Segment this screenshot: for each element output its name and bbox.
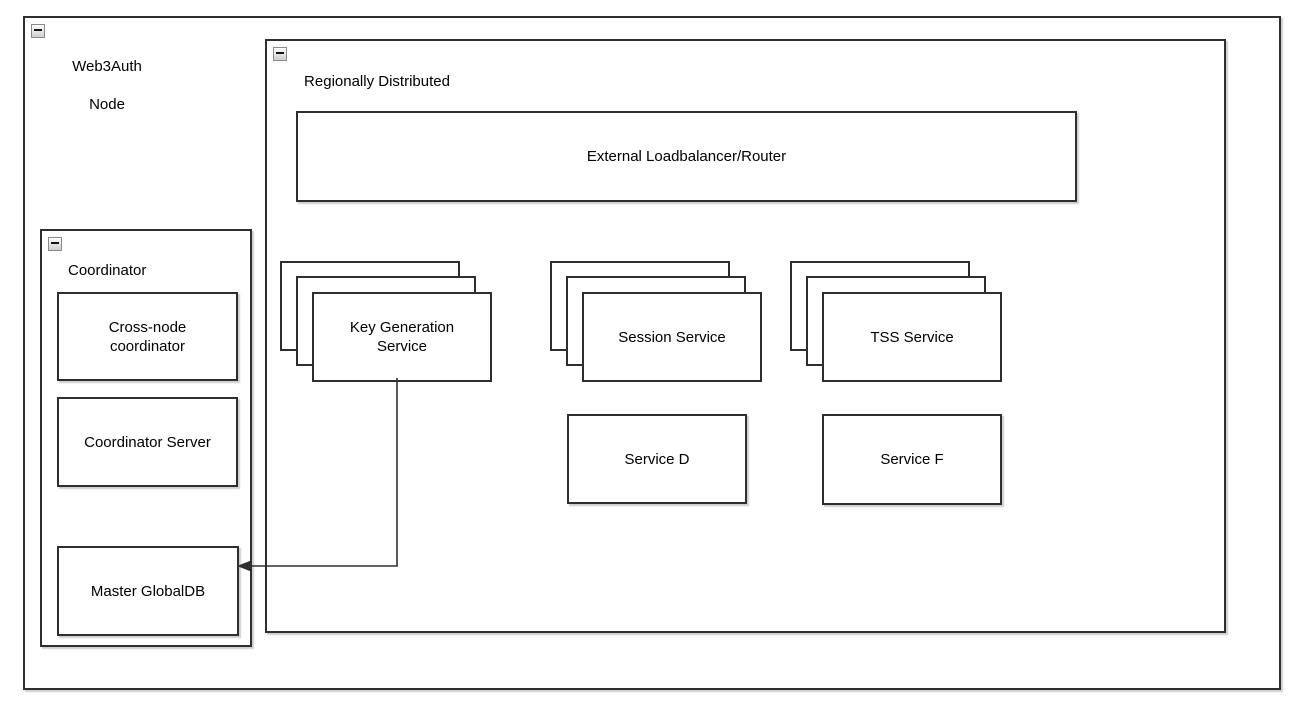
session-service-label: Session Service xyxy=(618,328,726,346)
service-f-box[interactable]: Service F xyxy=(822,414,1002,505)
title-line: Web3Auth xyxy=(72,58,142,75)
regionally-distributed-container[interactable]: Regionally Distributed (One Kube Cluster… xyxy=(265,39,1226,633)
title-line: Node xyxy=(89,96,125,113)
coordinator-server-box[interactable]: Coordinator Server xyxy=(57,397,238,487)
master-globaldb-label: Master GlobalDB xyxy=(90,582,206,600)
tss-service-label: TSS Service xyxy=(870,328,954,346)
coordinator-title: Coordinator xyxy=(68,262,147,279)
key-generation-service-box[interactable]: Key Generation Service xyxy=(312,292,492,382)
collapse-minus-icon[interactable] xyxy=(48,237,62,251)
cross-node-coordinator-label: Cross-node coordinator xyxy=(108,318,187,355)
key-generation-service-label: Key Generation Service xyxy=(349,319,455,355)
collapse-minus-icon[interactable] xyxy=(31,24,45,38)
tss-service-stack[interactable]: TSS Service xyxy=(790,261,1002,382)
service-d-box[interactable]: Service D xyxy=(567,414,747,504)
cross-node-coordinator-box[interactable]: Cross-node coordinator xyxy=(57,292,238,381)
coordinator-container[interactable]: Coordinator Cross-node coordinator Coord… xyxy=(40,229,252,647)
tss-service-box[interactable]: TSS Service xyxy=(822,292,1002,382)
coordinator-server-label: Coordinator Server xyxy=(84,433,211,451)
session-service-stack[interactable]: Session Service xyxy=(550,261,762,382)
title-line: Regionally Distributed xyxy=(304,73,450,90)
external-loadbalancer-box[interactable]: External Loadbalancer/Router xyxy=(296,111,1077,202)
minus-glyph xyxy=(34,29,42,31)
web3auth-node-container[interactable]: Web3Auth Node Regionally Distributed (On… xyxy=(23,16,1281,690)
web3auth-node-title: Web3Auth Node xyxy=(42,38,172,133)
minus-glyph xyxy=(51,242,59,244)
external-loadbalancer-label: External Loadbalancer/Router xyxy=(586,148,787,165)
session-service-box[interactable]: Session Service xyxy=(582,292,762,382)
service-d-label: Service D xyxy=(624,450,690,468)
collapse-minus-icon[interactable] xyxy=(273,47,287,61)
key-generation-service-stack[interactable]: Key Generation Service xyxy=(280,261,492,382)
master-globaldb-box[interactable]: Master GlobalDB xyxy=(57,546,239,636)
service-f-label: Service F xyxy=(880,451,944,468)
minus-glyph xyxy=(276,52,284,54)
